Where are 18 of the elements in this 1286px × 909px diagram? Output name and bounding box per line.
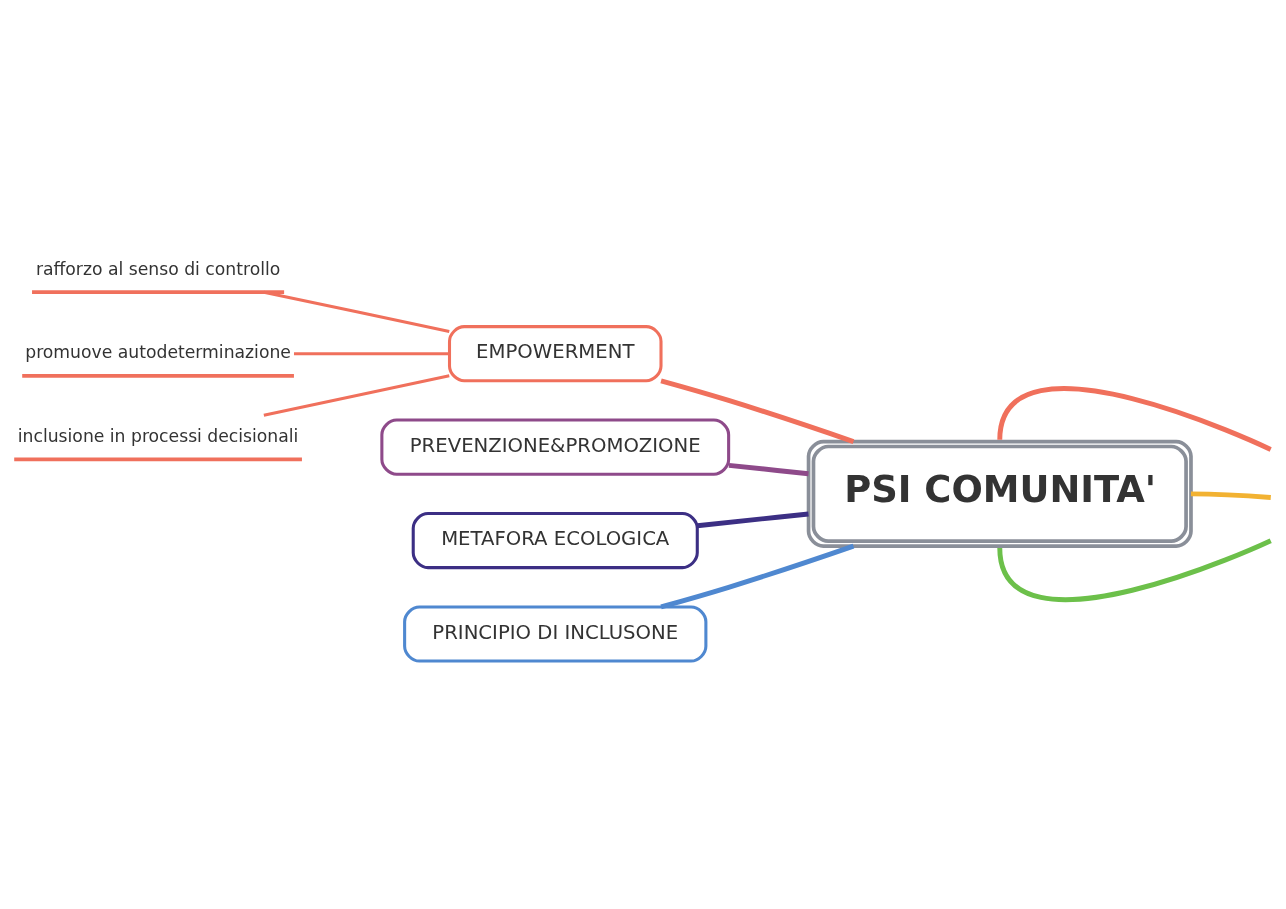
node-box: EMPOWERMENT <box>447 325 663 383</box>
node-text: rafforzo al senso di controllo <box>35 258 281 279</box>
node-box: PREVENZIONE&PROMOZIONE <box>380 418 731 476</box>
connector <box>728 462 809 477</box>
connector <box>997 386 1272 452</box>
node-text: promuove autodeterminazione <box>25 342 291 363</box>
node-box: PSI COMUNITA' <box>806 439 1193 548</box>
node-box: PRINCIPIO DI INCLUSONE <box>403 605 708 663</box>
connector <box>660 543 855 610</box>
connector <box>294 352 450 356</box>
connector <box>997 538 1272 603</box>
connector <box>697 511 809 529</box>
node-text: inclusione in processi decisionali <box>17 425 299 446</box>
connector <box>660 378 855 444</box>
connector <box>263 374 450 417</box>
connector <box>1190 491 1271 500</box>
node-box: METAFORA ECOLOGICA <box>411 512 699 570</box>
connector <box>263 290 450 333</box>
